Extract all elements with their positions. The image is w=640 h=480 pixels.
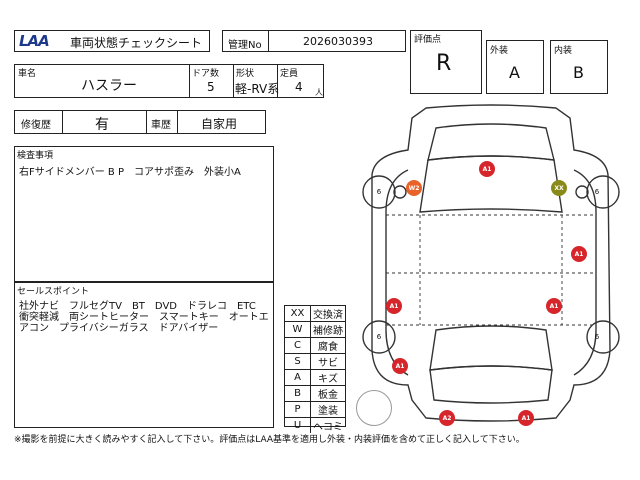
history-row: 修復歴 有 車歴 自家用 [14, 110, 266, 134]
legend-code: S [285, 354, 311, 369]
damage-mark: A1 [518, 410, 534, 426]
repair-history-value: 有 [95, 117, 109, 133]
legend-row: W 補修跡 [285, 322, 345, 338]
capacity-unit: 人 [315, 88, 323, 97]
management-number-label: 管理No [228, 40, 262, 51]
capacity-value: 4 [295, 80, 303, 94]
damage-mark: A2 [439, 410, 455, 426]
legend-code: A [285, 370, 311, 385]
exterior-grade-box: 外装 A [486, 40, 544, 94]
vehicle-name-label: 車名 [18, 69, 37, 79]
legend-row: P 塗装 [285, 402, 345, 418]
title-bar: LAA 車両状態チェックシート [14, 30, 210, 52]
damage-mark: XX [551, 180, 567, 196]
legend-code: U [285, 418, 311, 433]
usage-label: 車歴 [151, 120, 171, 131]
legend-row: B 板金 [285, 386, 345, 402]
damage-mark: W2 [406, 180, 422, 196]
laa-logo: LAA [19, 32, 50, 50]
sales-points-box: セールスポイント 社外ナビ フルセグTV BT DVD ドラレコ ETC 衝突軽… [14, 282, 274, 428]
sheet-title: 車両状態チェックシート [70, 36, 203, 50]
capacity-label: 定員 [280, 69, 299, 79]
interior-grade: B [573, 63, 584, 82]
inspection-label: 検査事項 [17, 151, 54, 161]
inspection-text: 右Fサイドメンバー B P コアサポ歪み 外装小A [19, 167, 241, 178]
legend-name: 板金 [318, 390, 338, 401]
wheel-depth-rear-left: 6 [376, 333, 382, 341]
damage-legend: XX 交換済 W 補修跡 C 腐食 S サビ A キズ B 板金 P 塗装 U … [284, 305, 346, 433]
legend-row: A キズ [285, 370, 345, 386]
legend-row: S サビ [285, 354, 345, 370]
legend-code: B [285, 386, 311, 401]
management-number-box: 管理No 2026030393 [222, 30, 406, 52]
shape-label: 形状 [236, 69, 255, 79]
interior-grade-box: 内装 B [550, 40, 608, 94]
footer-note: ※撮影を前提に大きく読みやすく記入して下さい。評価点はLAA基準を適用し外装・内… [14, 435, 525, 445]
wheel-depth-rear-right: 6 [594, 333, 600, 341]
exterior-grade: A [509, 63, 520, 82]
car-damage-diagram [362, 104, 620, 422]
damage-mark: A1 [386, 298, 402, 314]
damage-mark: A1 [546, 298, 562, 314]
legend-row: XX 交換済 [285, 306, 345, 322]
legend-name: ヘコミ [313, 422, 343, 433]
score-box: 評価点 R [410, 30, 482, 94]
score-label: 評価点 [414, 35, 442, 45]
wheel-depth-front-left: 6 [376, 188, 382, 196]
shape-value: 軽-RV系 [235, 82, 280, 96]
legend-name: 補修跡 [313, 326, 343, 337]
management-number: 2026030393 [303, 35, 373, 48]
inspection-box: 検査事項 右Fサイドメンバー B P コアサポ歪み 外装小A [14, 146, 274, 282]
legend-name: キズ [318, 374, 338, 385]
damage-mark: A1 [571, 246, 587, 262]
vehicle-row: 車名 ハスラー ドア数 5 形状 軽-RV系 定員 4 人 [14, 64, 324, 98]
legend-code: C [285, 338, 311, 353]
vehicle-name: ハスラー [81, 78, 137, 94]
legend-row: U ヘコミ [285, 418, 345, 433]
legend-name: 交換済 [313, 310, 343, 321]
exterior-grade-label: 外装 [490, 46, 509, 56]
interior-grade-label: 内装 [554, 46, 573, 56]
wheel-depth-front-right: 6 [594, 188, 600, 196]
score-value: R [436, 51, 452, 76]
doors-label: ドア数 [192, 69, 220, 79]
doors-value: 5 [207, 80, 215, 94]
legend-row: C 腐食 [285, 338, 345, 354]
legend-code: XX [285, 306, 311, 321]
legend-name: 腐食 [318, 342, 338, 353]
legend-name: 塗装 [318, 406, 338, 417]
damage-mark: A1 [392, 358, 408, 374]
legend-name: サビ [318, 358, 338, 369]
legend-code: P [285, 402, 311, 417]
sales-points-label: セールスポイント [17, 287, 90, 297]
stamp-circle [356, 390, 392, 426]
legend-code: W [285, 322, 311, 337]
usage-value: 自家用 [201, 117, 238, 131]
damage-mark: A1 [479, 161, 495, 177]
repair-history-label: 修復歴 [21, 120, 51, 131]
sales-points-text: 社外ナビ フルセグTV BT DVD ドラレコ ETC 衝突軽減 両シートヒータ… [19, 301, 269, 334]
